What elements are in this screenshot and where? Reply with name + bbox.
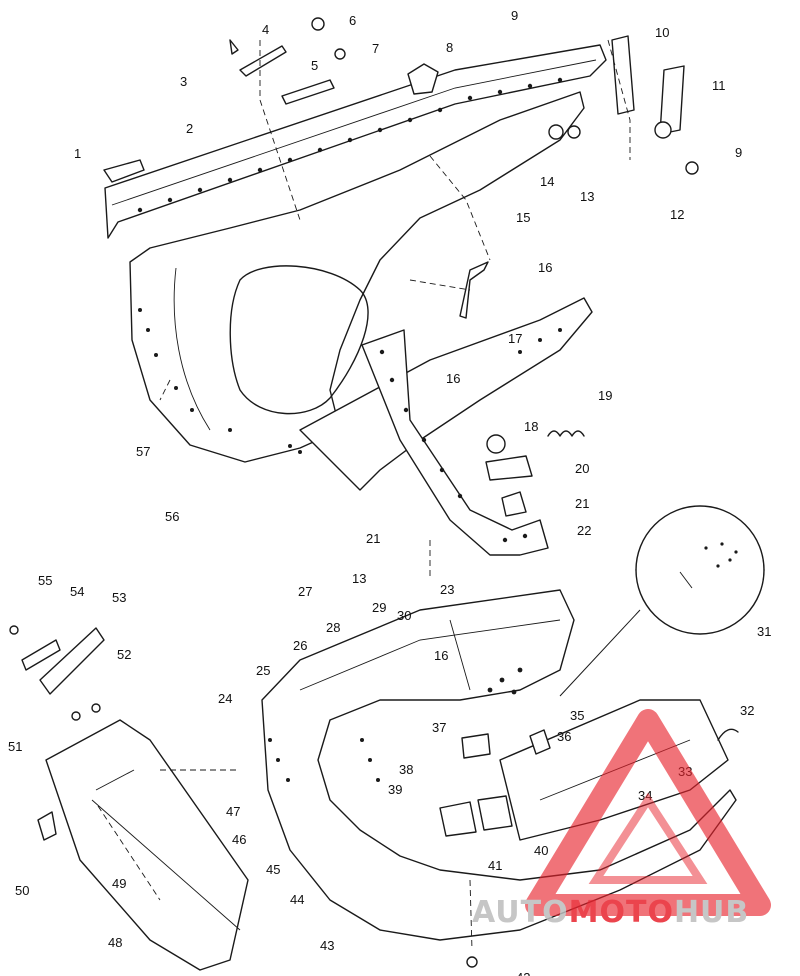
inner-triangle-icon (588, 792, 708, 884)
callout-1: 1 (74, 146, 81, 161)
callout-36: 36 (557, 729, 571, 744)
callout-3: 3 (180, 74, 187, 89)
callout-38: 38 (399, 762, 413, 777)
callout-24: 24 (218, 691, 232, 706)
callout-35: 35 (570, 708, 584, 723)
callout-6: 6 (349, 13, 356, 28)
callout-47: 47 (226, 804, 240, 819)
watermark-auto: AUTOMOTOHUB (472, 895, 749, 930)
callout-21: 21 (575, 496, 589, 511)
callout-19: 19 (598, 388, 612, 403)
callout-52: 52 (117, 647, 131, 662)
callout-4: 4 (262, 22, 269, 37)
callout-16: 16 (434, 648, 448, 663)
callout-13: 13 (580, 189, 594, 204)
callout-43: 43 (320, 938, 334, 953)
callout-13: 13 (352, 571, 366, 586)
callout-54: 54 (70, 584, 84, 599)
callout-5: 5 (311, 58, 318, 73)
callout-11: 11 (712, 78, 726, 93)
callout-44: 44 (290, 892, 304, 907)
callout-16: 16 (446, 371, 460, 386)
callout-37: 37 (432, 720, 446, 735)
callout-48: 48 (108, 935, 122, 950)
callout-9: 9 (735, 145, 742, 160)
callout-51: 51 (8, 739, 22, 754)
automotohub-watermark: AUTOMOTOHUB (472, 709, 771, 930)
callout-18: 18 (524, 419, 538, 434)
callout-46: 46 (232, 832, 246, 847)
watermark-moto-text: MOTO (569, 895, 674, 930)
callout-25: 25 (256, 663, 270, 678)
callout-57: 57 (136, 444, 150, 459)
callout-7: 7 (372, 41, 379, 56)
upper-cab-frame (103, 17, 699, 580)
callout-21: 21 (366, 531, 380, 546)
callout-22: 22 (577, 523, 591, 538)
callout-12: 12 (670, 207, 684, 222)
callout-10: 10 (655, 25, 669, 40)
warning-triangle-icon (525, 709, 771, 916)
callout-15: 15 (516, 210, 530, 225)
callout-16: 16 (538, 260, 552, 275)
callout-32: 32 (740, 703, 754, 718)
watermark-auto-text: AUTO (472, 895, 569, 930)
callout-29: 29 (372, 600, 386, 615)
callout-53: 53 (112, 590, 126, 605)
callout-8: 8 (446, 40, 453, 55)
callout-2: 2 (186, 121, 193, 136)
callout-20: 20 (575, 461, 589, 476)
callout-23: 23 (440, 582, 454, 597)
callout-28: 28 (326, 620, 340, 635)
callout-26: 26 (293, 638, 307, 653)
callout-31: 31 (757, 624, 771, 639)
callout-9: 9 (511, 8, 518, 23)
callout-42: 42 (516, 970, 530, 976)
watermark-hub-text: HUB (674, 895, 749, 930)
callout-30: 30 (397, 608, 411, 623)
callout-27: 27 (298, 584, 312, 599)
callout-39: 39 (388, 782, 402, 797)
callout-17: 17 (508, 331, 522, 346)
callout-55: 55 (38, 573, 52, 588)
callout-40: 40 (534, 843, 548, 858)
callout-41: 41 (488, 858, 502, 873)
callout-50: 50 (15, 883, 29, 898)
callout-56: 56 (165, 509, 179, 524)
callout-14: 14 (540, 174, 554, 189)
callout-49: 49 (112, 876, 126, 891)
callout-45: 45 (266, 862, 280, 877)
